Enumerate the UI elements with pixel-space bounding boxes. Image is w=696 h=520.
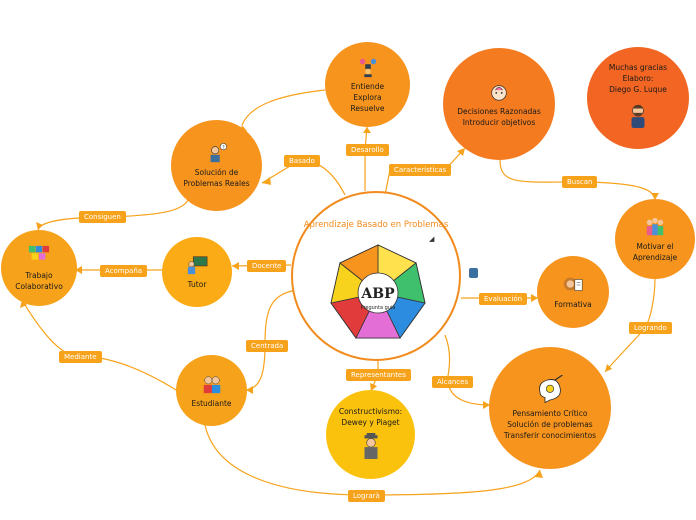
svg-text:?: ? (222, 144, 225, 150)
node-solucion-text: Solución de Problemas Reales (183, 168, 250, 188)
node-gracias[interactable]: Muchas gracias Elaboro: Diego G. Luque (587, 47, 689, 149)
node-pensamiento[interactable]: Pensamiento Crítico Solución de problema… (489, 347, 611, 469)
central-topic[interactable]: Aprendizaje Basado en Problemas ABP Preg… (291, 191, 461, 361)
node-tutor[interactable]: Tutor (162, 237, 232, 307)
central-topic-title: Aprendizaje Basado en Problemas (303, 220, 449, 230)
team-ideas-icon (359, 58, 376, 77)
label-buscan[interactable]: Buscan (562, 176, 598, 188)
label-consiguen[interactable]: Consiguen (79, 211, 126, 223)
label-alcances[interactable]: Alcances (432, 376, 474, 388)
expand-arrow-icon[interactable]: ◢ (429, 235, 435, 243)
brain-head-icon (491, 84, 507, 101)
node-constructivismo-text: Constructivismo: Dewey y Piaget (338, 406, 403, 427)
label-basado[interactable]: Basado (284, 155, 320, 167)
label-desarrollo[interactable]: Desarollo (346, 144, 389, 156)
label-logrando[interactable]: Logrando (629, 322, 672, 334)
students-icon (203, 375, 220, 393)
node-solucion[interactable]: ? Solución de Problemas Reales (171, 120, 262, 211)
node-pensamiento-text: Pensamiento Crítico Solución de problema… (503, 409, 597, 440)
node-decisiones-text: Decisiones Razonadas Introducir objetivo… (457, 106, 541, 127)
abp-heptagon-logo-icon: ABP Pregunta guia (330, 244, 426, 339)
label-acompana[interactable]: Acompaña (100, 265, 148, 277)
node-constructivismo[interactable]: Constructivismo: Dewey y Piaget (326, 390, 415, 479)
label-lograra[interactable]: Lograrà (348, 490, 385, 502)
abc-blocks-icon (28, 245, 50, 260)
label-caracteristicas[interactable]: Caracteristicas (389, 164, 452, 176)
node-estudiante[interactable]: Estudiante (176, 355, 247, 426)
node-estudiante-text: Estudiante (191, 398, 232, 408)
node-formativa-text: Formativa (554, 300, 592, 309)
node-desarrollo-text: Entiende Explora Resuelve (350, 81, 385, 113)
hat-man-icon (364, 432, 377, 459)
node-motivar[interactable]: Motivar el Aprendizaje (615, 199, 695, 279)
node-trabajo[interactable]: Trabajo Colaborativo (1, 230, 77, 306)
evernote-icon (469, 268, 478, 278)
lion-report-icon (563, 277, 583, 291)
teacher-board-icon (187, 256, 208, 275)
label-representantes[interactable]: Representantes (346, 369, 411, 381)
label-centrada[interactable]: Centrada (246, 340, 289, 352)
node-desarrollo[interactable]: Entiende Explora Resuelve (325, 42, 410, 127)
abp-logo-subtext: Pregunta guia (361, 305, 396, 311)
group-people-icon (646, 217, 664, 235)
node-decisiones[interactable]: Decisiones Razonadas Introducir objetivo… (443, 48, 555, 160)
thinking-person-icon: ? (210, 143, 227, 163)
label-evaluacion[interactable]: Evaluación (479, 293, 528, 305)
label-docente[interactable]: Docente (247, 260, 287, 272)
node-trabajo-text: Trabajo Colaborativo (15, 270, 63, 291)
node-gracias-text: Muchas gracias Elaboro: Diego G. Luque (608, 62, 668, 94)
node-formativa[interactable]: Formativa (537, 256, 609, 328)
bearded-man-icon (631, 104, 645, 128)
brain-gears-icon (539, 375, 563, 404)
node-motivar-text: Motivar el Aprendizaje (632, 241, 678, 262)
label-mediante[interactable]: Mediante (59, 351, 102, 363)
abp-logo-text: ABP (360, 286, 395, 302)
node-tutor-text: Tutor (187, 280, 207, 289)
